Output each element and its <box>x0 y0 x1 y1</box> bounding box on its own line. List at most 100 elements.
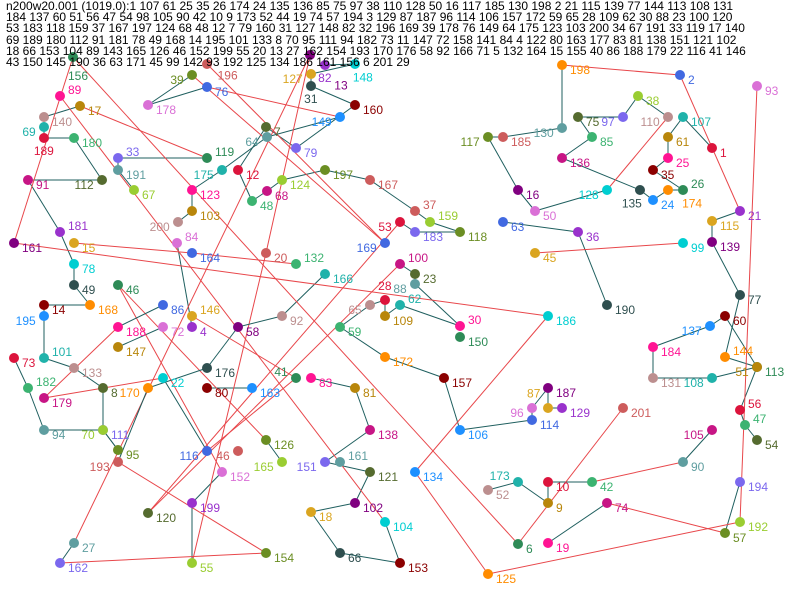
graph-node <box>365 175 375 185</box>
node-label: 119 <box>215 145 234 159</box>
graph-node <box>498 217 508 227</box>
node-label: 118 <box>468 230 487 244</box>
node-label: 27 <box>82 541 96 555</box>
node-label: 83 <box>319 376 333 390</box>
graph-node <box>513 185 523 195</box>
node-label: 69 <box>22 125 36 139</box>
graph-node <box>291 143 301 153</box>
tour-edge <box>517 481 549 504</box>
graph-node <box>410 227 420 237</box>
node-label: 132 <box>304 251 324 265</box>
node-label: 64 <box>245 135 259 149</box>
node-label: 134 <box>423 470 443 484</box>
graph-node <box>55 558 65 568</box>
tour-edge <box>191 169 223 191</box>
graph-node <box>202 59 212 69</box>
tour-edge <box>429 221 461 233</box>
node-label: 77 <box>748 293 762 307</box>
graph-node <box>335 548 345 558</box>
graph-node <box>648 165 658 175</box>
tour-edge <box>502 127 563 138</box>
node-label: 9 <box>556 501 563 515</box>
graph-node <box>113 153 123 163</box>
graph-node <box>483 485 493 495</box>
header-line-5: 43 150 145 190 36 63 171 45 99 142 93 19… <box>6 55 410 70</box>
node-label: 53 <box>378 220 392 234</box>
graph-node <box>707 143 717 153</box>
node-label: 88 <box>393 282 407 296</box>
node-label: 138 <box>378 428 398 442</box>
node-label: 136 <box>570 156 590 170</box>
node-label: 148 <box>353 70 373 84</box>
tour-edge <box>414 315 549 473</box>
graph-node <box>365 425 375 435</box>
node-label: 78 <box>82 262 96 276</box>
tour-edge <box>682 116 713 149</box>
instance-title: n200w20.001 (1019.0): <box>6 0 130 13</box>
node-label: 7 <box>274 125 281 139</box>
node-label: 194 <box>748 480 768 494</box>
graph-node <box>23 383 33 393</box>
node-label: 162 <box>68 561 88 575</box>
tour-edge <box>162 377 208 452</box>
graph-node <box>543 477 553 487</box>
node-label: 84 <box>185 230 199 244</box>
node-label: 94 <box>52 428 66 442</box>
graph-node <box>350 100 360 110</box>
node-label: 137 <box>682 324 702 338</box>
node-label: 112 <box>75 178 94 192</box>
graph-node <box>380 352 390 362</box>
node-label: 52 <box>496 488 510 502</box>
tour-edge <box>324 169 371 181</box>
node-label: 107 <box>691 115 711 129</box>
graph-node <box>305 50 315 60</box>
graph-node <box>202 153 212 163</box>
graph-node <box>261 548 271 558</box>
graph-node <box>129 185 139 195</box>
node-label: 174 <box>682 197 702 211</box>
graph-node <box>543 311 553 321</box>
node-label: 121 <box>378 470 398 484</box>
node-label: 55 <box>200 561 214 575</box>
graph-node <box>113 165 123 175</box>
graph-node <box>291 259 301 269</box>
node-label: 57 <box>733 531 747 545</box>
graph-node <box>335 457 345 467</box>
graph-node <box>678 185 688 195</box>
node-label: 30 <box>468 313 482 327</box>
node-label: 169 <box>357 241 377 255</box>
graph-node <box>380 517 390 527</box>
graph-node <box>98 383 108 393</box>
node-label: 4 <box>200 325 207 339</box>
tour-edge <box>369 179 416 212</box>
node-label: 110 <box>641 115 660 129</box>
node-label: 163 <box>260 386 280 400</box>
tour-edge <box>117 304 164 328</box>
node-label: 186 <box>556 314 576 328</box>
graph-node <box>735 517 745 527</box>
node-label: 93 <box>765 84 779 98</box>
node-label: 120 <box>156 511 176 525</box>
tour-edge <box>339 304 371 328</box>
graph-node <box>39 353 49 363</box>
graph-node <box>261 435 271 445</box>
tour-edge <box>147 221 401 514</box>
tour-edge <box>652 325 711 348</box>
node-label: 15 <box>82 241 96 255</box>
node-label: 172 <box>393 355 413 369</box>
tour-edge <box>724 315 758 368</box>
graph-node <box>395 558 405 568</box>
tour-edge <box>73 137 103 181</box>
node-label: 91 <box>36 178 50 192</box>
tour-edge <box>339 552 401 564</box>
header-line-0: n200w20.001 (1019.0): 1 107 61 25 35 26 … <box>6 0 734 13</box>
node-label: 2 <box>688 73 695 87</box>
graph-node <box>247 196 257 206</box>
node-label: 75 <box>586 115 600 129</box>
tour-edge <box>384 521 401 564</box>
graph-node <box>113 280 123 290</box>
graph-node <box>158 322 168 332</box>
tour-edge <box>310 63 356 75</box>
node-label: 87 <box>527 386 541 400</box>
graph-node <box>187 70 197 80</box>
